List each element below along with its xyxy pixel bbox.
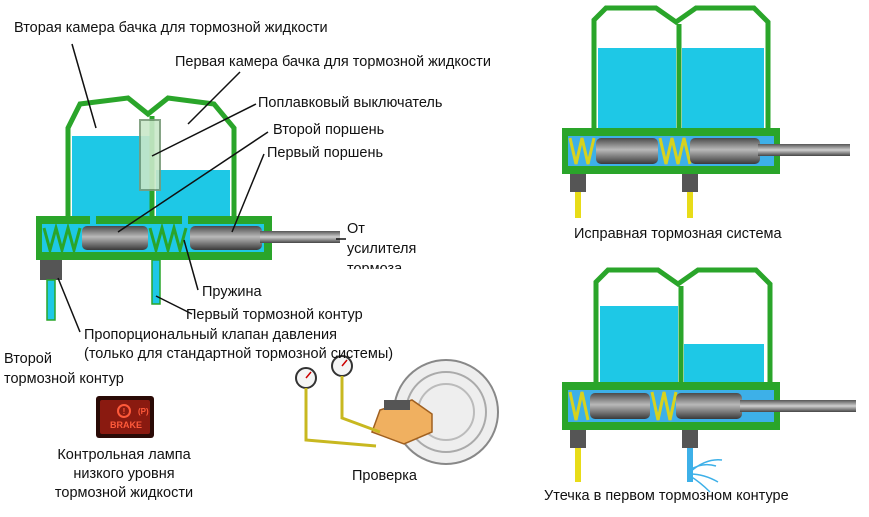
label-valve-2: (только для стандартной тормозной систем… — [84, 346, 394, 362]
label-spring: Пружина — [202, 284, 262, 300]
leak-spray — [689, 459, 723, 493]
ok-system-drawing — [562, 5, 850, 218]
brake-lamp-text: BRAKE — [110, 420, 143, 430]
label-first-circuit: Первый тормозной контур — [186, 307, 363, 323]
leader-lines — [57, 43, 346, 333]
label-from-booster-3: тормоза — [347, 261, 403, 269]
caption-leak: Утечка в первом тормозном контуре — [544, 488, 789, 504]
svg-text:(P): (P) — [138, 407, 149, 416]
label-check: Проверка — [352, 468, 417, 484]
float-switch — [139, 119, 161, 191]
label-first-chamber: Первая камера бачка для тормозной жидкос… — [175, 54, 491, 70]
label-second-circuit-2: тормозной контур — [4, 371, 124, 387]
svg-text:!: ! — [123, 407, 126, 416]
second-chamber-fluid — [72, 136, 152, 218]
label-lamp-1: Контрольная лампа — [57, 447, 191, 463]
brake-warning-lamp-icon: ! (P) — [96, 396, 154, 438]
leak-drawing — [562, 267, 856, 493]
label-second-circuit-1: Второй — [4, 351, 52, 367]
first-piston — [190, 226, 262, 250]
main-master-cylinder — [36, 95, 340, 321]
label-valve-1: Пропорциональный клапан давления — [84, 327, 338, 343]
label-from-booster-1: От — [347, 221, 365, 237]
second-piston — [82, 226, 148, 250]
caption-ok-system: Исправная тормозная система — [574, 226, 782, 242]
first-chamber-fluid — [156, 170, 230, 218]
check-drawing — [295, 355, 499, 465]
label-lamp: Контрольная лампа низкого уровня тормозн… — [24, 446, 224, 503]
reservoir-outline — [65, 95, 237, 218]
label-lamp-2: низкого уровня — [73, 466, 175, 482]
label-second-chamber: Вторая камера бачка для тормозной жидкос… — [14, 20, 328, 36]
label-lamp-3: тормозной жидкости — [54, 485, 194, 501]
proportioning-valve — [40, 260, 62, 280]
label-first-piston: Первый поршень — [267, 145, 384, 161]
push-rod — [260, 231, 340, 243]
label-float-switch: Поплавковый выключатель — [258, 95, 443, 111]
label-from-booster-2: усилителя — [347, 241, 417, 257]
label-second-piston: Второй поршень — [273, 122, 385, 138]
